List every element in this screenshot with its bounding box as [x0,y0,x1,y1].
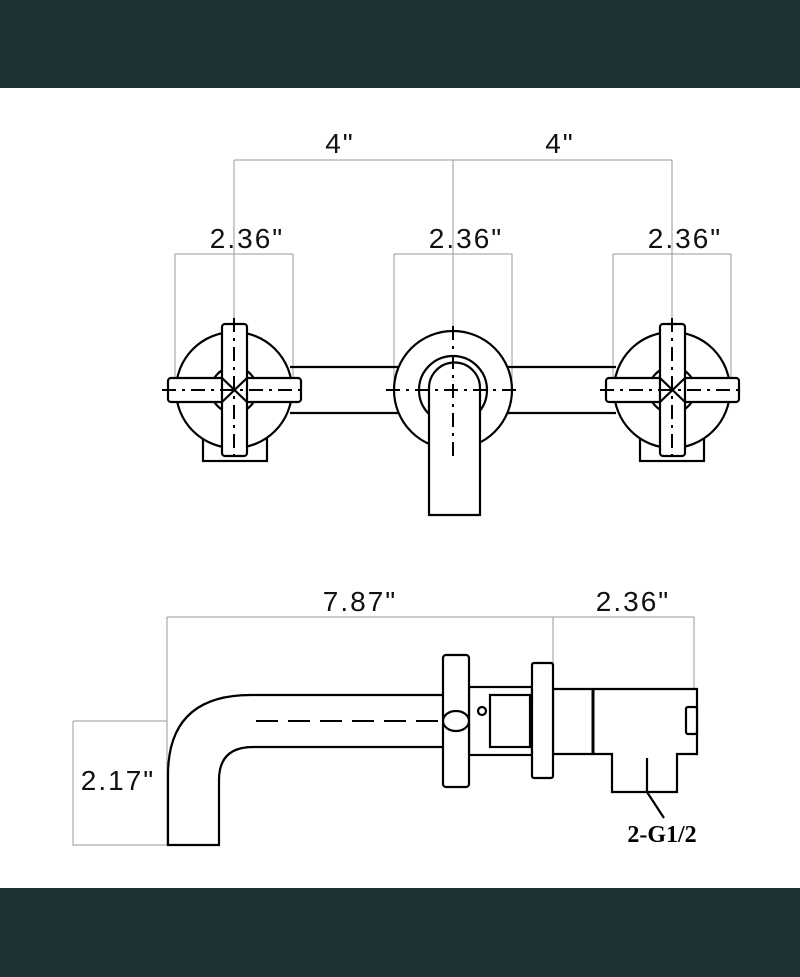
side-cross-handle [441,653,471,789]
dim-right-handle-width: 2.36" [648,223,722,254]
center-spout-lever [386,326,520,517]
front-dimension-lines [174,159,732,400]
dim-spacing-left: 4" [325,128,355,159]
left-cross-handle [162,318,306,463]
dim-spout-reach: 7.87" [323,586,397,617]
side-dimension-lines [72,616,695,846]
inlet-callout: 2-G1/2 [627,822,696,848]
front-connecting-pipes [290,365,616,415]
dim-spout-height: 2.17" [81,765,155,796]
dim-spout-plate-width: 2.36" [429,223,503,254]
right-cross-handle [600,318,744,463]
dim-spacing-right: 4" [545,128,575,159]
footer-band [0,888,800,977]
side-valve-body [467,661,699,819]
side-spout [166,693,443,847]
dim-left-handle-width: 2.36" [210,223,284,254]
header-band [0,0,800,88]
dim-valve-depth: 2.36" [596,586,670,617]
